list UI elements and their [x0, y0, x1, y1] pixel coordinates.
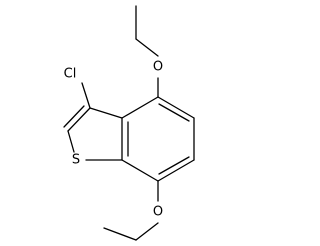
atom-label-group: Cl O O S: [64, 60, 163, 220]
atom-oxygen-top: O: [153, 60, 163, 75]
bond-c3-c2-double: [63, 105, 85, 128]
atom-sulfur: S: [72, 153, 80, 168]
bond-c4-c5: [157, 96, 195, 119]
bond-c3a-c4: [121, 96, 159, 119]
bond-c3-c3a: [89, 107, 123, 119]
bond-c3-cl: [81, 82, 91, 109]
molecule-structure-diagram: Cl O O S: [63, 5, 195, 241]
bond-c6-c7-double: [158, 156, 190, 175]
atom-chlorine: Cl: [64, 67, 77, 82]
bond-c2-s: [67, 130, 75, 153]
bond-o-ch2-bottom: [135, 222, 159, 241]
bond-c3-c2: [67, 107, 91, 132]
bond-o-ch2-top: [135, 38, 159, 57]
bond-c7-c7a: [121, 159, 159, 182]
bond-c6-c7: [157, 159, 195, 182]
bond-group: [63, 5, 195, 241]
atom-oxygen-bottom: O: [153, 205, 163, 220]
bond-c4-c5-double: [158, 103, 190, 122]
bond-ch2-ch3-bottom: [103, 227, 137, 241]
